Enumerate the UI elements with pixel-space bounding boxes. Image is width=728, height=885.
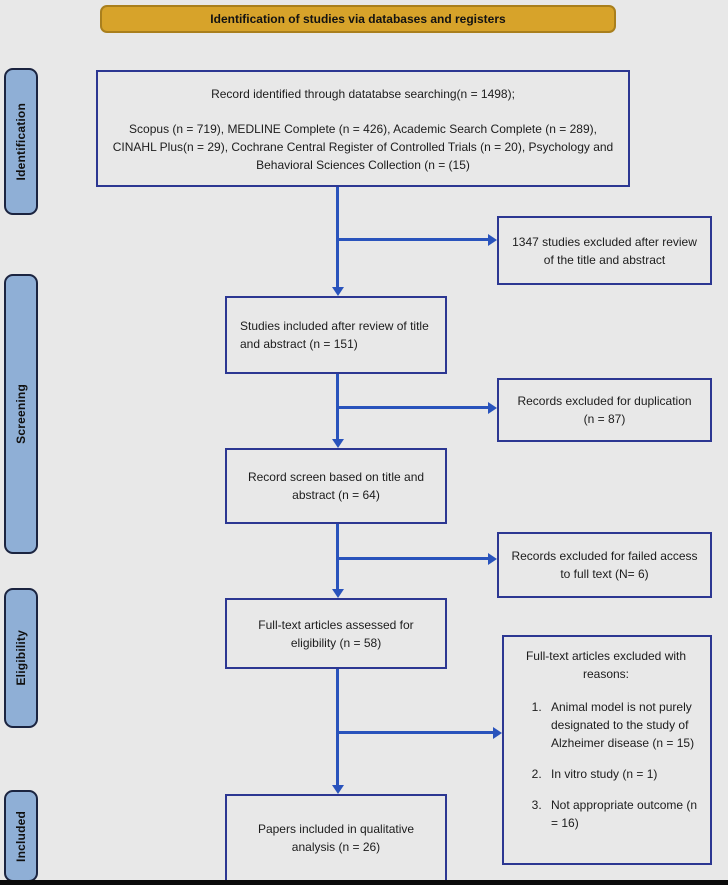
box-records-identified: Record identified through datatabse sear… [96,70,630,187]
stage-label-included-text: Included [14,810,28,862]
arrowhead-right-icon [488,402,497,414]
box-excluded-title-abstract: 1347 studies excluded after review of th… [497,216,712,285]
record-screen-text: Record screen based on title and abstrac… [247,470,425,502]
records-identified-summary: Record identified through datatabse sear… [211,87,515,101]
studies-included-text: Studies included after review of title a… [240,319,429,351]
stage-label-identification-text: Identification [14,102,28,181]
diagram-title-banner: Identification of studies via databases … [100,5,616,33]
records-identified-databases: Scopus (n = 719), MEDLINE Complete (n = … [112,122,614,172]
box-excluded-reasons: Full-text articles excluded with reasons… [502,635,712,865]
stage-label-eligibility: Eligibility [4,588,38,728]
arrowhead-down-icon [332,785,344,794]
box-excluded-access: Records excluded for failed access to fu… [497,532,712,598]
arrowhead-right-icon [493,727,502,739]
arrowhead-down-icon [332,287,344,296]
stage-label-included: Included [4,790,38,882]
stage-label-screening: Screening [4,274,38,554]
excluded-reason-item: Animal model is not purely designated to… [545,698,700,752]
arrowhead-right-icon [488,553,497,565]
arrow-line-branch-excluded-duplication [337,406,489,409]
excluded-title-abstract-text: 1347 studies excluded after review of th… [512,234,697,267]
box-studies-included-after-review: Studies included after review of title a… [225,296,447,374]
arrowhead-right-icon [488,234,497,246]
excluded-reason-item: In vitro study (n = 1) [545,765,700,783]
arrowhead-down-icon [332,589,344,598]
arrow-line-branch-excluded-access [337,557,489,560]
arrow-line-branch-excluded-title-abstract [337,238,489,241]
diagram-title: Identification of studies via databases … [210,12,506,26]
arrow-line-branch-excluded-reasons [337,731,494,734]
stage-label-screening-text: Screening [14,384,28,444]
arrow-line-identification-down [336,187,339,288]
box-record-screen: Record screen based on title and abstrac… [225,448,447,524]
box-papers-included: Papers included in qualitative analysis … [225,794,447,882]
fulltext-assessed-text: Full-text articles assessed for eligibil… [258,617,414,650]
figure-bottom-border [0,880,728,885]
excluded-duplication-text: Records excluded for duplication (n = 87… [517,394,692,426]
arrowhead-down-icon [332,439,344,448]
excluded-reason-item: Not appropriate outcome (n = 16) [545,796,700,832]
excluded-access-text: Records excluded for failed access to fu… [511,549,698,581]
excluded-reasons-list: Animal model is not purely designated to… [512,698,700,832]
arrow-line-fulltext-down [336,669,339,786]
box-fulltext-assessed: Full-text articles assessed for eligibil… [225,598,447,669]
excluded-reasons-title: Full-text articles excluded with reasons… [525,649,687,681]
stage-label-identification: Identification [4,68,38,215]
papers-included-text: Papers included in qualitative analysis … [257,822,415,854]
box-excluded-duplication: Records excluded for duplication (n = 87… [497,378,712,442]
stage-label-eligibility-text: Eligibility [14,630,28,686]
